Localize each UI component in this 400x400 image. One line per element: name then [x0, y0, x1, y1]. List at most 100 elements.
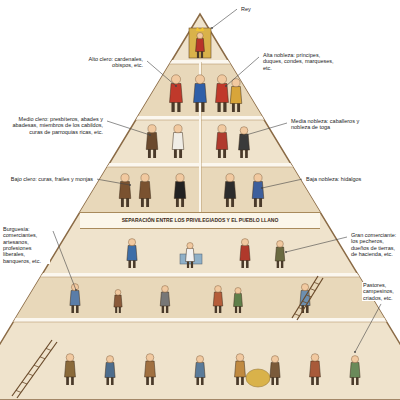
body — [145, 361, 156, 377]
person-figure — [234, 288, 243, 313]
ladder-rung — [16, 390, 21, 392]
person-figure — [213, 286, 223, 313]
floor-line — [0, 322, 400, 323]
person-figure — [160, 286, 170, 313]
head — [235, 288, 241, 294]
person-figure — [350, 356, 360, 385]
leader-dot — [225, 85, 227, 87]
leader-dot — [245, 134, 247, 136]
floor-edge — [0, 318, 400, 322]
head — [148, 125, 156, 133]
body — [172, 133, 184, 150]
person-figure — [194, 75, 207, 112]
head — [171, 75, 180, 84]
person-figure — [139, 174, 151, 207]
head — [146, 354, 154, 362]
person-figure — [239, 127, 250, 158]
person-figure — [65, 354, 76, 385]
floor-line — [0, 277, 400, 278]
ladder — [292, 276, 323, 320]
callout-label: Alto clero: cardenales, obispos, etc. — [70, 56, 144, 69]
person-figure — [186, 243, 195, 268]
ladder-rung — [310, 289, 315, 291]
head — [141, 174, 149, 182]
head — [215, 286, 222, 293]
body — [216, 84, 229, 103]
callout-label: Rey — [240, 6, 272, 12]
person-figure — [105, 356, 115, 385]
body — [139, 182, 151, 199]
callout-label: Gran comerciante: los pecheros, dueños d… — [350, 232, 400, 257]
head — [195, 75, 204, 84]
head — [311, 354, 319, 362]
person-figure — [114, 289, 122, 313]
body — [310, 361, 321, 377]
head — [301, 284, 308, 291]
person-figure — [170, 75, 183, 112]
throne — [189, 28, 211, 58]
callout-label: Media nobleza: caballeros y nobleza de t… — [290, 118, 364, 131]
ladder-rung — [40, 357, 45, 359]
body — [170, 84, 183, 103]
pyramid — [0, 14, 400, 400]
body — [224, 182, 236, 199]
person-figure — [195, 356, 205, 385]
ladder-rung — [28, 374, 33, 376]
body — [239, 134, 250, 150]
head — [271, 356, 278, 363]
person-figure — [145, 354, 156, 385]
body — [216, 133, 228, 150]
person-figure — [172, 125, 184, 158]
body — [194, 84, 207, 103]
leader-line — [286, 237, 347, 252]
band-text: SEPARACIÓN ENTRE LOS PRIVILEGIADOS Y EL … — [122, 218, 279, 224]
leader-dot — [354, 351, 356, 353]
head — [176, 174, 184, 182]
body — [127, 246, 137, 261]
person-figure — [230, 79, 242, 112]
body — [213, 292, 223, 306]
leader-dot — [149, 134, 151, 136]
leader-line — [147, 61, 176, 86]
head — [277, 241, 284, 248]
ladder-rail — [297, 278, 323, 320]
body — [235, 361, 246, 377]
leader-dot — [175, 85, 177, 87]
body — [186, 249, 195, 262]
floor-band — [0, 275, 400, 320]
body — [252, 182, 264, 199]
head — [240, 127, 248, 135]
leader-dot — [261, 187, 263, 189]
leader-line — [246, 123, 287, 135]
body — [160, 292, 170, 306]
head — [115, 289, 121, 295]
head — [236, 354, 244, 362]
figures — [12, 27, 360, 398]
person-figure — [216, 75, 229, 112]
head — [187, 243, 193, 249]
body — [275, 247, 285, 261]
body — [146, 133, 158, 150]
ladder — [12, 340, 57, 398]
head — [128, 239, 135, 246]
crown — [196, 27, 204, 31]
leader-dot — [75, 289, 77, 291]
head — [162, 286, 169, 293]
head — [218, 125, 226, 133]
head — [254, 174, 262, 182]
ladder-rung — [306, 295, 311, 297]
person-figure — [240, 239, 250, 268]
person-figure — [270, 356, 280, 385]
callout-label: Baja nobleza: hidalgos — [305, 176, 367, 182]
leader-line — [262, 179, 302, 188]
person-figure — [310, 354, 321, 385]
body — [65, 361, 76, 377]
head — [197, 33, 203, 39]
head — [121, 174, 129, 182]
floor-edge — [0, 273, 400, 277]
callout-label: Pastores, campesinos, criados, etc. — [362, 282, 400, 301]
hay-bundle — [246, 369, 270, 387]
